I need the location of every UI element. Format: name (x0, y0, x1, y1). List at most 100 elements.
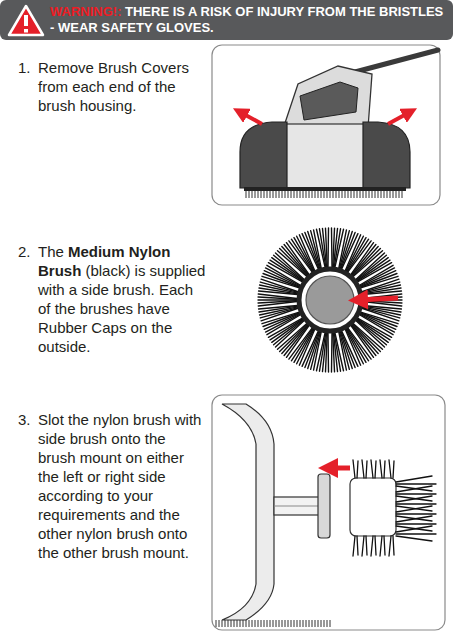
bristle (237, 620, 238, 627)
bristle (333, 333, 335, 372)
bristle (240, 620, 241, 627)
bristle (348, 191, 349, 198)
step-number: 1. (18, 58, 38, 77)
bristle (228, 620, 229, 627)
bristle (225, 620, 226, 627)
bristle (396, 506, 432, 512)
bristle (324, 191, 325, 198)
bristle (276, 191, 277, 198)
bristle (312, 620, 313, 627)
bristle (321, 620, 322, 627)
bristle (311, 231, 321, 269)
bristle (334, 333, 340, 371)
bristle (249, 620, 250, 627)
bristle (375, 191, 376, 198)
bristle (234, 620, 235, 627)
bristle (396, 506, 432, 511)
bristle (267, 191, 268, 198)
step-paragraph: TheMedium Nylon Brush(black) is supplied… (38, 242, 206, 356)
bristle (333, 191, 334, 198)
bristle (396, 526, 432, 531)
bristle (252, 191, 253, 198)
bristle (297, 191, 298, 198)
bristle (393, 461, 394, 478)
bristle (273, 191, 274, 198)
bristle (396, 516, 432, 521)
bristle (303, 191, 304, 198)
bristle (258, 620, 259, 627)
bristle (282, 191, 283, 198)
bristle (331, 333, 333, 372)
bristle (396, 496, 432, 501)
bristle (288, 620, 289, 627)
step-number: 3. (18, 410, 38, 429)
bristle (353, 536, 355, 556)
bristle (345, 191, 346, 198)
warning-label: WARNING!: (50, 4, 122, 19)
bristle (276, 620, 277, 627)
bristle (243, 620, 244, 627)
bristle (300, 191, 301, 198)
bristle (216, 620, 217, 627)
bristle (369, 191, 370, 198)
bristle (309, 620, 310, 627)
bristle (384, 536, 385, 555)
bristle (327, 228, 329, 267)
bristle (357, 461, 358, 478)
bristle (396, 486, 432, 492)
brush-mount-figure (212, 395, 445, 630)
bristle (279, 620, 280, 627)
bristle (294, 238, 314, 272)
bristle (354, 191, 355, 198)
bristle (219, 620, 220, 627)
bristle (371, 460, 373, 478)
bristle (396, 476, 432, 482)
bristle (327, 191, 328, 198)
step-text: Remove Brush Covers from each end of the… (38, 58, 206, 115)
bristle (351, 191, 352, 198)
bristle (396, 191, 397, 198)
bristle (357, 536, 358, 555)
bristle (297, 620, 298, 627)
bristle (259, 306, 298, 312)
warning-icon (6, 3, 46, 39)
bristle (330, 620, 331, 627)
bristle (315, 620, 316, 627)
bristle (306, 191, 307, 198)
bristle (393, 191, 394, 198)
bristle (381, 191, 382, 198)
bristle (315, 191, 316, 198)
bristle (324, 620, 325, 627)
bristle (267, 620, 268, 627)
bristle (393, 536, 394, 555)
bristle (396, 533, 436, 534)
bristle (396, 503, 436, 504)
bristle (372, 191, 373, 198)
bristle (231, 620, 232, 627)
bristle (362, 536, 364, 556)
bristle (255, 620, 256, 627)
bristle (336, 191, 337, 198)
bristle (285, 620, 286, 627)
bristle (322, 228, 326, 267)
bristle (366, 536, 367, 555)
bristle (303, 620, 304, 627)
step-text: The (38, 243, 64, 260)
bristle (327, 620, 328, 627)
bristle (309, 191, 310, 198)
bristle (263, 313, 300, 327)
bristle (380, 536, 382, 556)
bristle (360, 274, 397, 288)
bristle (246, 191, 247, 198)
bristle (396, 523, 436, 524)
warning-text: WARNING!:THERE IS A RISK OF INJURY FROM … (0, 0, 453, 40)
bristle (363, 291, 402, 295)
bristle (255, 191, 256, 198)
bristle (340, 332, 350, 370)
bristle (288, 191, 289, 198)
bristle (396, 516, 432, 522)
bristle (249, 191, 250, 198)
brush-housing-figure (212, 45, 440, 205)
bristle (270, 620, 271, 627)
bristle (258, 301, 297, 306)
